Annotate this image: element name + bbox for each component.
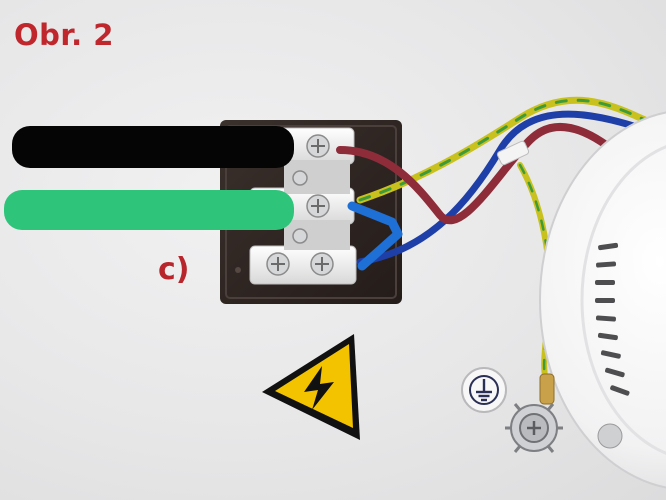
label-c: c) xyxy=(158,252,190,287)
warning-sign xyxy=(262,334,360,440)
blue-jumper-wire xyxy=(347,201,403,271)
figure-caption: Obr. 2 xyxy=(14,18,114,52)
redaction-bar-black xyxy=(12,126,294,168)
ground-symbol-sticker xyxy=(461,367,507,413)
redaction-bar-green xyxy=(4,190,294,230)
ground-screw xyxy=(505,373,563,453)
brown-wire xyxy=(336,122,629,225)
blue-wire xyxy=(356,110,644,266)
ceiling-lamp xyxy=(539,111,666,489)
cable-tie xyxy=(496,140,530,166)
